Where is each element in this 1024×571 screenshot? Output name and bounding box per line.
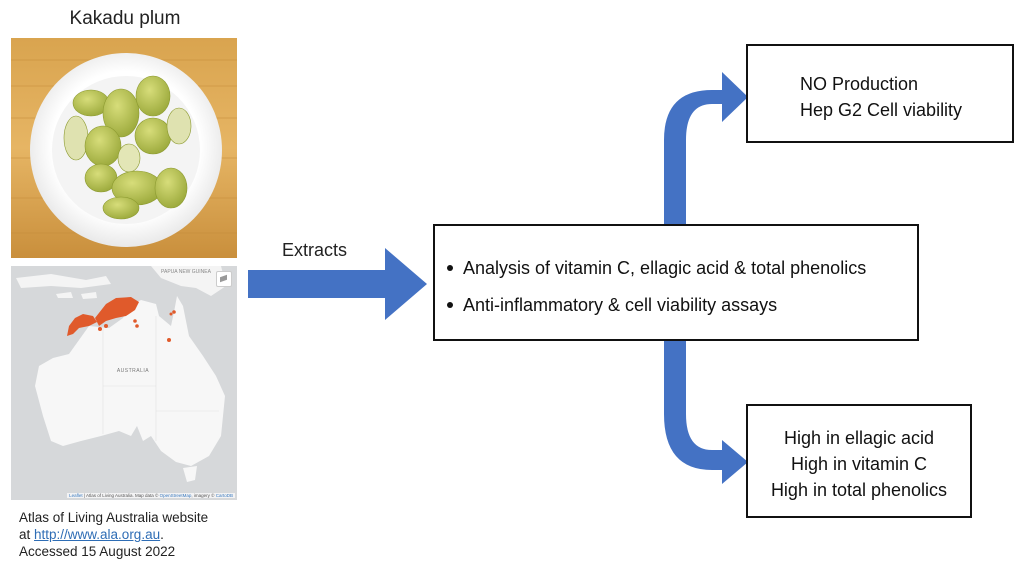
analysis-box: Analysis of vitamin C, ellagic acid & to… (433, 224, 919, 341)
caption-line-1: Atlas of Living Australia website (19, 510, 209, 525)
result-line: High in vitamin C (790, 454, 928, 474)
leaflet-link[interactable]: Leaflet (69, 493, 83, 498)
map-attribution: Leaflet | Atlas of Living Australia. Map… (67, 493, 235, 498)
map-papua-new-guinea (151, 266, 226, 296)
extracts-label: Extracts (282, 240, 348, 260)
distribution-map[interactable]: PAPUA NEW GUINEA AUSTRALIA Leaflet | Atl… (11, 266, 237, 500)
analysis-list: Analysis of vitamin C, ellagic acid & to… (447, 258, 866, 332)
kakadu-plum-photo (11, 38, 237, 258)
plums (63, 75, 192, 220)
down-turn-arrow (664, 340, 748, 484)
map-layers-button[interactable] (216, 271, 232, 287)
bullet-icon (447, 265, 453, 271)
up-turn-arrow (664, 72, 748, 226)
cartodb-link[interactable]: CartoDB (215, 493, 233, 498)
map-caption: Atlas of Living Australia website at htt… (19, 509, 208, 560)
ala-website-link[interactable]: http://www.ala.org.au (34, 527, 161, 542)
high-content-box: High in ellagic acid High in vitamin C H… (746, 404, 972, 518)
map-label-png: PAPUA NEW GUINEA (161, 269, 212, 275)
result-line: High in total phenolics (770, 480, 948, 500)
extracts-arrow (248, 248, 427, 320)
decrease-results-box: NO Production Hep G2 Cell viability (746, 44, 1014, 143)
analysis-item: Anti-inflammatory & cell viability assay… (447, 295, 866, 315)
photo-title: Kakadu plum (69, 8, 181, 29)
attribution-text: | Atlas of Living Australia. Map data © (82, 493, 160, 498)
analysis-item: Analysis of vitamin C, ellagic acid & to… (447, 258, 866, 278)
occurrence-points (67, 297, 176, 342)
map-label-australia: AUSTRALIA (117, 368, 149, 374)
result-line: High in ellagic acid (783, 428, 935, 448)
caption-line-3: Accessed 15 August 2022 (19, 544, 176, 559)
bullet-icon (447, 302, 453, 308)
map-islands (16, 274, 111, 299)
osm-link[interactable]: OpenStreetMap (159, 493, 192, 498)
result-line: NO Production (800, 74, 919, 94)
map-australia (35, 296, 225, 466)
result-line: Hep G2 Cell viability (800, 100, 963, 120)
caption-line-2: at http://www.ala.org.au. (19, 527, 164, 542)
attribution-imagery: , imagery © (191, 493, 216, 498)
map-tasmania (183, 466, 197, 482)
